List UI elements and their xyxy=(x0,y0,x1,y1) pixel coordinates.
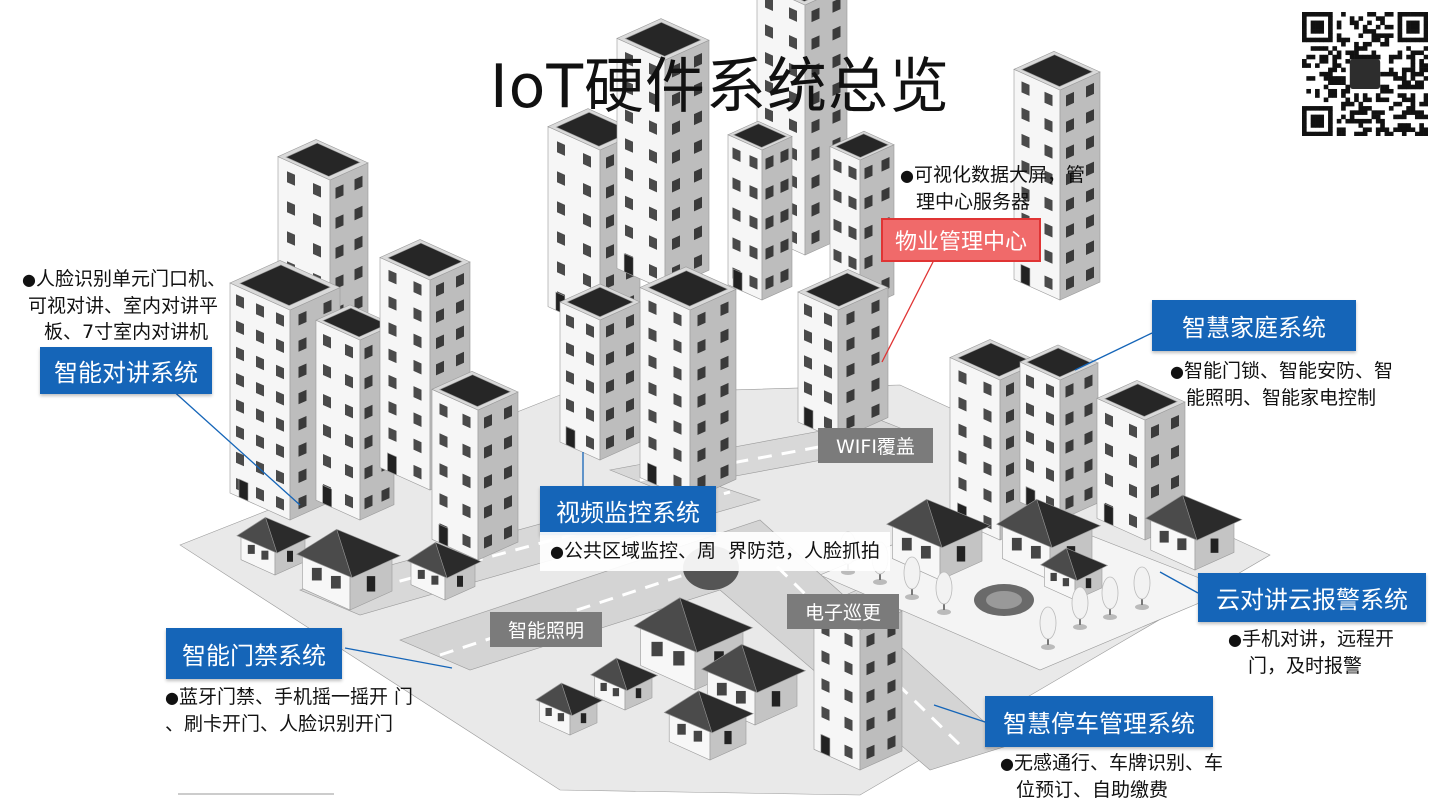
apartment-building xyxy=(797,269,889,441)
bullet-dot-icon: ● xyxy=(550,542,564,561)
tree-icon xyxy=(1101,576,1119,620)
smart-lighting-tag: 智能照明 xyxy=(490,612,603,647)
apartment-building xyxy=(1019,344,1099,521)
tower-building xyxy=(616,18,710,291)
smart-home-system-label: 智慧家庭系统 xyxy=(1152,300,1356,351)
tree-icon xyxy=(1071,586,1089,630)
house xyxy=(590,657,659,711)
intercom-leader-line xyxy=(169,387,301,506)
intercom-system-label: 智能对讲系统 xyxy=(40,347,212,394)
house xyxy=(406,541,482,601)
qr-code-icon xyxy=(1302,12,1428,136)
parking-desc: ●无感通行、车牌识别、车 位预订、自助缴费 xyxy=(1000,752,1223,801)
house xyxy=(663,690,754,761)
smart-home-desc: ●智能门锁、智能安防、智 能照明、智能家电控制 xyxy=(1170,360,1393,409)
video-surveillance-label: 视频监控系统 xyxy=(540,486,716,535)
electronic-patrol-tag: 电子巡更 xyxy=(787,594,900,629)
tree-icon xyxy=(1039,606,1057,650)
tower-building xyxy=(727,120,793,301)
property-leader-line xyxy=(881,257,936,363)
house xyxy=(1144,494,1243,571)
house xyxy=(236,516,312,576)
video-desc: ●公共区域监控、周 界防范，人脸抓拍 xyxy=(540,532,891,571)
property-desc: ●可视化数据大屏，管 理中心服务器 xyxy=(900,164,1085,213)
access-desc: ●蓝牙门禁、手机摇一摇开 门 、刷卡开门、人脸识别开门 xyxy=(165,686,414,735)
parking-leader-line xyxy=(933,704,986,723)
house xyxy=(1040,547,1109,601)
home-leader-line xyxy=(1074,332,1153,371)
intercom-desc: ●人脸识别单元门口机、 可视对讲、室内对讲平 板、7寸室内对讲机 xyxy=(22,268,226,343)
access-control-label: 智能门禁系统 xyxy=(166,628,342,679)
house xyxy=(886,498,992,581)
page-title: IoT硬件系统总览 xyxy=(489,52,951,122)
apartment-building xyxy=(1096,380,1186,541)
apartment-building xyxy=(813,590,903,771)
cloud-desc: ●手机对讲，远程开 门，及时报警 xyxy=(1228,628,1394,677)
smart-parking-label: 智慧停车管理系统 xyxy=(985,696,1213,747)
bullet-dot-icon: ● xyxy=(1170,362,1184,381)
cloud-intercom-alarm-label: 云对讲云报警系统 xyxy=(1198,573,1426,622)
bullet-dot-icon: ● xyxy=(22,270,36,289)
apartment-building xyxy=(431,370,519,561)
bullet-dot-icon: ● xyxy=(900,166,914,185)
bullet-dot-icon: ● xyxy=(1000,754,1014,773)
house xyxy=(296,528,402,611)
tree-icon xyxy=(935,571,953,615)
tower-building xyxy=(829,130,895,311)
access-leader-line xyxy=(344,647,453,669)
tree-icon xyxy=(903,556,921,600)
tree-icon xyxy=(1133,566,1151,610)
bullet-dot-icon: ● xyxy=(1228,630,1242,649)
wifi-coverage-tag: WIFI覆盖 xyxy=(818,428,933,463)
apartment-building xyxy=(559,283,641,461)
property-center-label: 物业管理中心 xyxy=(881,218,1042,262)
bullet-dot-icon: ● xyxy=(165,688,179,707)
apartment-building xyxy=(315,304,395,521)
apartment-building xyxy=(639,266,737,501)
cloud-leader-line xyxy=(1159,571,1199,594)
house xyxy=(535,682,604,736)
